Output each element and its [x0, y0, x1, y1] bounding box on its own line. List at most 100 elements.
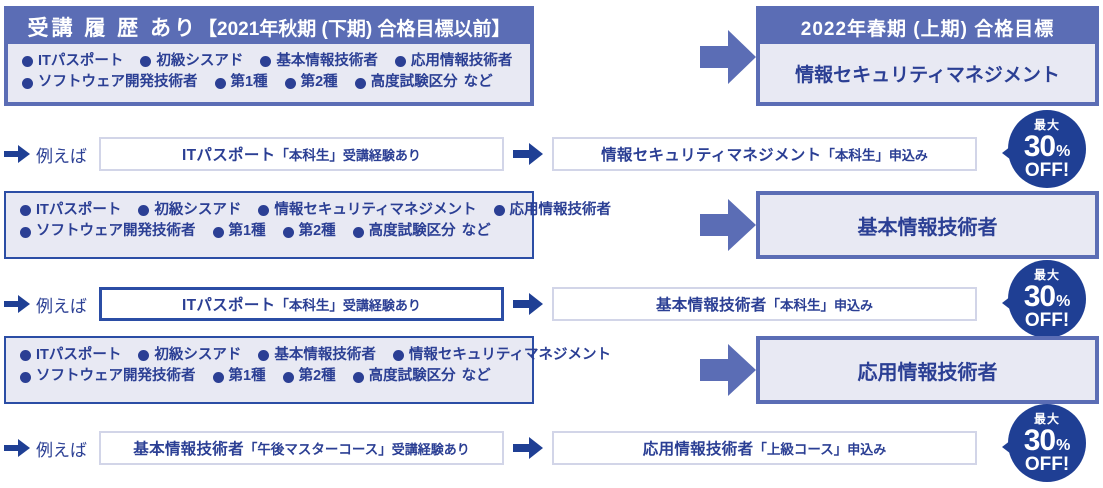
list-item: 応用情報技術者	[493, 200, 611, 221]
badge-off-label: OFF!	[1024, 159, 1070, 181]
block3-transition-arrow-icon	[700, 341, 756, 399]
block1-example-row: 例えば ITパスポート「本科生」受講経験あり 情報セキュリティマネジメント「本科…	[4, 136, 1014, 172]
list-item: 第1種	[212, 366, 266, 387]
block1-target-panel: 2022年春期 (上期) 合格目標 情報セキュリティマネジメント	[756, 6, 1099, 106]
list-item: ITパスポート	[22, 51, 123, 72]
block1-left-header: 受講 履 歴 あり【2021年秋期 (下期) 合格目標以前】	[8, 10, 530, 44]
list-item: 高度試験区分	[352, 221, 456, 242]
bullet-dot-icon	[352, 371, 364, 383]
badge-value: 30%	[1023, 129, 1071, 163]
diagram-root: 受講 履 歴 あり【2021年秋期 (下期) 合格目標以前】 ITパスポート 初…	[4, 6, 1099, 482]
block2-example-transition-arrow-icon	[513, 292, 543, 316]
bullet-dot-icon	[284, 77, 296, 89]
list-item: 情報セキュリティマネジメント	[392, 345, 611, 366]
block3-target-panel: 応用情報技術者	[756, 336, 1099, 404]
list-item: 初級シスアド	[140, 51, 243, 72]
bullet-dot-icon	[138, 350, 150, 362]
block3-example-label: 例えば	[36, 440, 87, 460]
block2-line2-suffix: など	[461, 223, 491, 240]
list-item: 基本情報技術者	[258, 345, 376, 366]
bullet-dot-icon	[493, 205, 505, 217]
block2-example-row: 例えば ITパスポート「本科生」受講経験あり 基本情報技術者「本科生」申込み	[4, 286, 1014, 322]
list-item: 第2種	[282, 221, 336, 242]
block1-left-header-main: 受講 履 歴 あり	[27, 17, 199, 40]
list-item: 初級シスアド	[138, 200, 241, 221]
block3-qualification-list: ITパスポート 初級シスアド 基本情報技術者 情報セキュリティマネジメント ソフ…	[4, 336, 611, 404]
block3-qual-line-1: ITパスポート 初級シスアド 基本情報技術者 情報セキュリティマネジメント	[20, 345, 611, 366]
list-item: 基本情報技術者	[260, 51, 378, 72]
bullet-dot-icon	[258, 350, 270, 362]
list-item: 高度試験区分	[352, 366, 456, 387]
bullet-dot-icon	[20, 205, 31, 217]
block3-example-from-box[interactable]: 基本情報技術者「午後マスターコース」受講経験あり	[99, 431, 504, 465]
block2-example-to-box[interactable]: 基本情報技術者「本科生」申込み	[552, 287, 977, 321]
bullet-dot-icon	[354, 77, 366, 89]
bullet-dot-icon	[20, 371, 31, 383]
bullet-dot-icon	[394, 56, 406, 68]
badge-off-label: OFF!	[1024, 309, 1070, 331]
list-item: ソフトウェア開発技術者	[20, 366, 196, 387]
block3-prior-history-panel: ITパスポート 初級シスアド 基本情報技術者 情報セキュリティマネジメント ソフ…	[4, 336, 611, 404]
bullet-dot-icon	[392, 350, 404, 362]
list-item: ソフトウェア開発技術者	[20, 221, 196, 242]
list-item: 応用情報技術者	[394, 51, 512, 72]
badge-value: 30%	[1023, 423, 1071, 457]
example-arrow-icon	[4, 438, 30, 458]
badge-top-label: 最大	[1033, 117, 1060, 132]
list-item: ソフトウェア開発技術者	[22, 72, 198, 93]
block3-discount-badge: 最大 30% OFF!	[1002, 404, 1086, 488]
block1-example-label: 例えば	[36, 146, 87, 166]
bullet-dot-icon	[352, 226, 364, 238]
block1-transition-arrow-icon	[700, 26, 756, 88]
block1-example-from-box[interactable]: ITパスポート「本科生」受講経験あり	[99, 137, 504, 171]
bullet-dot-icon	[20, 226, 31, 238]
example-arrow-icon	[4, 144, 30, 164]
block1-right-header: 2022年春期 (上期) 合格目標	[800, 18, 1055, 40]
block1-qual-line-2: ソフトウェア開発技術者 第1種 第2種 高度試験区分 など	[22, 72, 520, 93]
list-item: 第1種	[214, 72, 268, 93]
block1-qual-line-1: ITパスポート 初級シスアド 基本情報技術者 応用情報技術者	[22, 51, 520, 72]
bullet-dot-icon	[20, 350, 31, 362]
block2-example-label: 例えば	[36, 296, 87, 316]
block3-example-row: 例えば 基本情報技術者「午後マスターコース」受講経験あり 応用情報技術者「上級コ…	[4, 430, 1014, 466]
badge-circle: 最大 30% OFF!	[1008, 110, 1086, 188]
bullet-dot-icon	[214, 77, 226, 89]
block1-prior-history-panel: 受講 履 歴 あり【2021年秋期 (下期) 合格目標以前】 ITパスポート 初…	[4, 6, 534, 106]
block2-prior-history-panel: ITパスポート 初級シスアド 情報セキュリティマネジメント 応用情報技術者 ソフ…	[4, 191, 611, 259]
block2-qual-line-2: ソフトウェア開発技術者 第1種 第2種 高度試験区分 など	[20, 221, 522, 242]
list-item: 第1種	[212, 221, 266, 242]
bullet-dot-icon	[258, 205, 270, 217]
block1-qualification-list: ITパスポート 初級シスアド 基本情報技術者 応用情報技術者 ソフトウェア開発技…	[8, 44, 530, 102]
block1-discount-badge: 最大 30% OFF!	[1002, 110, 1086, 194]
list-item: 第2種	[282, 366, 336, 387]
block2-example-from-box[interactable]: ITパスポート「本科生」受講経験あり	[99, 287, 504, 321]
list-item: 初級シスアド	[138, 345, 241, 366]
badge-value: 30%	[1023, 279, 1071, 313]
list-item: 高度試験区分	[354, 72, 458, 93]
block1-line2-suffix: など	[463, 74, 493, 91]
badge-circle: 最大 30% OFF!	[1008, 260, 1086, 338]
bullet-dot-icon	[22, 56, 33, 68]
badge-off-label: OFF!	[1024, 453, 1070, 475]
list-item: ITパスポート	[20, 345, 121, 366]
bullet-dot-icon	[212, 371, 224, 383]
badge-top-label: 最大	[1033, 411, 1060, 426]
list-item: ITパスポート	[20, 200, 121, 221]
bullet-dot-icon	[282, 226, 294, 238]
list-item: 情報セキュリティマネジメント	[258, 200, 477, 221]
block3-line2-suffix: など	[461, 368, 491, 385]
block1-example-to-box[interactable]: 情報セキュリティマネジメント「本科生」申込み	[552, 137, 977, 171]
block2-qualification-list: ITパスポート 初級シスアド 情報セキュリティマネジメント 応用情報技術者 ソフ…	[4, 191, 611, 259]
block1-example-transition-arrow-icon	[513, 142, 543, 166]
block2-target-course: 基本情報技術者	[760, 195, 1095, 255]
block2-transition-arrow-icon	[700, 196, 756, 254]
block2-discount-badge: 最大 30% OFF!	[1002, 260, 1086, 344]
bullet-dot-icon	[212, 226, 224, 238]
block3-example-to-box[interactable]: 応用情報技術者「上級コース」申込み	[552, 431, 977, 465]
bullet-dot-icon	[22, 77, 33, 89]
example-arrow-icon	[4, 294, 30, 314]
list-item: 第2種	[284, 72, 338, 93]
block2-qual-line-1: ITパスポート 初級シスアド 情報セキュリティマネジメント 応用情報技術者	[20, 200, 611, 221]
bullet-dot-icon	[138, 205, 150, 217]
block3-example-transition-arrow-icon	[513, 436, 543, 460]
